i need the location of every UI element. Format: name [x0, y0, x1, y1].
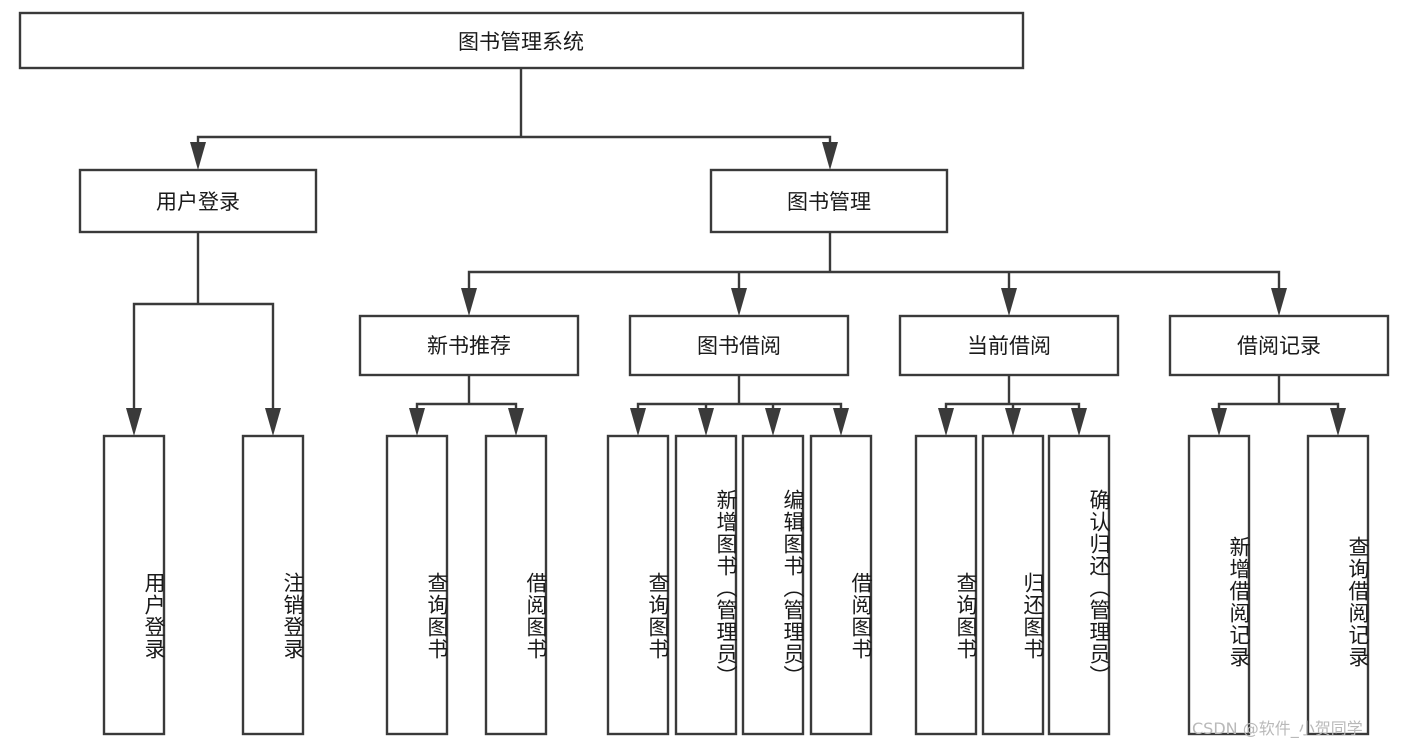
- node-label-new-book-recommend: 新书推荐: [427, 334, 511, 358]
- node-book-borrow[interactable]: 图书借阅: [628, 314, 850, 377]
- node-label-borrow-record: 借阅记录: [1237, 334, 1321, 358]
- arrow-head-leaf-query-book-2: [630, 408, 646, 436]
- node-borrow-record[interactable]: 借阅记录: [1168, 314, 1390, 377]
- connector-newbookrec-children: [415, 373, 518, 420]
- node-box-book-management[interactable]: [709, 168, 949, 234]
- connector-bookmgmt-children: [467, 230, 1281, 300]
- node-box-book-borrow[interactable]: [628, 314, 850, 377]
- node-label-root: 图书管理系统: [458, 30, 584, 54]
- connector-userlogin-children: [132, 230, 275, 420]
- node-label-current-borrow: 当前借阅: [967, 334, 1051, 358]
- node-label-user-login: 用户登录: [156, 190, 240, 214]
- leaf-box-query-book-current[interactable]: [914, 434, 978, 736]
- node-box-root[interactable]: [18, 11, 1025, 70]
- leaf-box-edit-book-admin[interactable]: [741, 434, 805, 736]
- node-box-current-borrow[interactable]: [898, 314, 1120, 377]
- connectors-layer: [126, 66, 1346, 436]
- arrow-head-leaf-query-book-1: [409, 408, 425, 436]
- node-label-book-management: 图书管理: [787, 190, 871, 214]
- node-label-book-borrow: 图书借阅: [697, 334, 781, 358]
- arrow-head-leaf-logout: [265, 408, 281, 436]
- arrow-head-book-mgmt: [822, 142, 838, 170]
- arrow-head-leaf-query-record: [1330, 408, 1346, 436]
- leaf-box-logout[interactable]: [241, 434, 305, 736]
- node-box-new-book-recommend[interactable]: [358, 314, 580, 377]
- arrow-head-leaf-borrow-book-1: [508, 408, 524, 436]
- arrow-head-leaf-edit-book: [765, 408, 781, 436]
- leaf-box-confirm-return-admin[interactable]: [1047, 434, 1111, 736]
- leaf-box-add-borrow-record[interactable]: [1187, 434, 1251, 736]
- leaf-box-query-book-rec[interactable]: [385, 434, 449, 736]
- node-box-user-login[interactable]: [78, 168, 318, 234]
- connector-root-to-level2: [196, 66, 832, 154]
- leaf-box-add-book-admin[interactable]: [674, 434, 738, 736]
- leaf-boxes-layer: [102, 434, 1370, 736]
- arrow-head-user-login: [190, 142, 206, 170]
- arrow-head-leaf-query-book-3: [938, 408, 954, 436]
- arrow-head-leaf-return-book: [1005, 408, 1021, 436]
- node-root-system[interactable]: 图书管理系统: [18, 11, 1025, 70]
- leaf-box-query-book-borrow[interactable]: [606, 434, 670, 736]
- arrow-head-borrow-record: [1271, 288, 1287, 316]
- arrow-head-book-borrow: [731, 288, 747, 316]
- leaf-box-user-login[interactable]: [102, 434, 166, 736]
- leaf-box-borrow-book-rec[interactable]: [484, 434, 548, 736]
- node-box-borrow-record[interactable]: [1168, 314, 1390, 377]
- arrow-head-current-borrow: [1001, 288, 1017, 316]
- leaf-box-borrow-book[interactable]: [809, 434, 873, 736]
- csdn-watermark: CSDN @软件_小贺同学: [1192, 719, 1363, 738]
- node-user-login[interactable]: 用户登录: [78, 168, 318, 234]
- arrow-head-leaf-borrow-book-2: [833, 408, 849, 436]
- connector-borrowrecord-children: [1217, 373, 1340, 420]
- arrow-head-leaf-confirm-return: [1071, 408, 1087, 436]
- connector-bookborrow-children: [636, 373, 843, 420]
- leaf-box-query-borrow-record[interactable]: [1306, 434, 1370, 736]
- arrow-head-leaf-user-login: [126, 408, 142, 436]
- node-new-book-recommend[interactable]: 新书推荐: [358, 314, 580, 377]
- leaf-box-return-book[interactable]: [981, 434, 1045, 736]
- arrow-head-leaf-add-book: [698, 408, 714, 436]
- arrow-head-leaf-add-record: [1211, 408, 1227, 436]
- arrow-head-new-book-rec: [461, 288, 477, 316]
- node-current-borrow[interactable]: 当前借阅: [898, 314, 1120, 377]
- node-book-management[interactable]: 图书管理: [709, 168, 949, 234]
